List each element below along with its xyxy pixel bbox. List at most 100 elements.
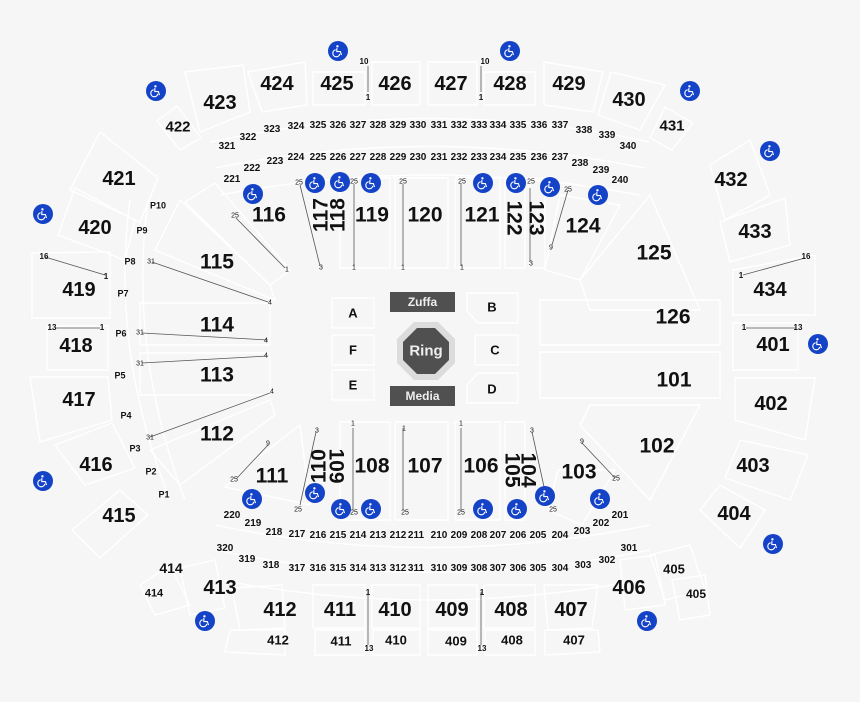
- section-238[interactable]: 238: [571, 158, 589, 169]
- section-333[interactable]: 333: [470, 120, 488, 131]
- section-318[interactable]: 318: [262, 560, 280, 571]
- wheelchair-icon[interactable]: [763, 534, 783, 554]
- section-125[interactable]: 125: [636, 241, 672, 265]
- section-105[interactable]: 105: [500, 452, 524, 488]
- section-432[interactable]: 432: [714, 169, 748, 191]
- section-233[interactable]: 233: [470, 152, 488, 163]
- section-124[interactable]: 124: [565, 214, 601, 238]
- platform-p6[interactable]: P6: [115, 328, 127, 339]
- wheelchair-icon[interactable]: [590, 489, 610, 509]
- wheelchair-icon[interactable]: [680, 81, 700, 101]
- section-434[interactable]: 434: [753, 279, 787, 301]
- wheelchair-icon[interactable]: [305, 173, 325, 193]
- section-220[interactable]: 220: [223, 510, 241, 521]
- section-206[interactable]: 206: [509, 530, 527, 541]
- section-321[interactable]: 321: [218, 141, 236, 152]
- section-311[interactable]: 311: [407, 563, 425, 574]
- wheelchair-icon[interactable]: [305, 483, 325, 503]
- section-414[interactable]: 414: [159, 560, 183, 576]
- section-216[interactable]: 216: [309, 530, 327, 541]
- section-231[interactable]: 231: [430, 152, 448, 163]
- section-408[interactable]: 408: [494, 599, 528, 621]
- platform-p5[interactable]: P5: [114, 370, 126, 381]
- section-111[interactable]: 111: [255, 464, 289, 488]
- wheelchair-icon[interactable]: [243, 184, 263, 204]
- platform-p4[interactable]: P4: [120, 410, 132, 421]
- section-214[interactable]: 214: [349, 530, 367, 541]
- section-114[interactable]: 114: [200, 313, 234, 337]
- section-422[interactable]: 422: [165, 118, 191, 136]
- section-107[interactable]: 107: [407, 454, 443, 478]
- zuffa-banner[interactable]: Zuffa: [390, 292, 455, 312]
- floor-section-f[interactable]: F: [349, 342, 357, 358]
- section-115[interactable]: 115: [200, 250, 234, 274]
- section-402[interactable]: 402: [754, 393, 788, 415]
- wheelchair-icon[interactable]: [361, 173, 381, 193]
- section-225[interactable]: 225: [309, 152, 327, 163]
- section-418[interactable]: 418: [59, 335, 93, 357]
- section-412-lower[interactable]: 412: [267, 632, 289, 648]
- section-420[interactable]: 420: [78, 217, 112, 239]
- section-405-lower[interactable]: 405: [685, 587, 707, 601]
- section-405[interactable]: 405: [663, 561, 685, 577]
- section-103[interactable]: 103: [561, 460, 597, 484]
- section-338[interactable]: 338: [575, 125, 593, 136]
- section-431[interactable]: 431: [659, 117, 685, 135]
- section-106[interactable]: 106: [463, 454, 499, 478]
- floor-section-a[interactable]: A: [348, 305, 358, 321]
- wheelchair-icon[interactable]: [242, 489, 262, 509]
- section-227[interactable]: 227: [349, 152, 367, 163]
- section-222[interactable]: 222: [243, 163, 261, 174]
- section-419[interactable]: 419: [62, 279, 96, 301]
- section-210[interactable]: 210: [430, 530, 448, 541]
- section-340[interactable]: 340: [619, 141, 637, 152]
- section-305[interactable]: 305: [529, 563, 547, 574]
- wheelchair-icon[interactable]: [195, 611, 215, 631]
- section-320[interactable]: 320: [216, 543, 234, 554]
- section-337[interactable]: 337: [551, 120, 569, 131]
- section-334[interactable]: 334: [489, 120, 507, 131]
- section-110[interactable]: 110: [307, 449, 331, 483]
- floor-section-d[interactable]: D: [487, 381, 497, 397]
- section-324[interactable]: 324: [287, 121, 305, 132]
- wheelchair-icon[interactable]: [146, 81, 166, 101]
- section-319[interactable]: 319: [238, 554, 256, 565]
- section-209[interactable]: 209: [450, 530, 468, 541]
- section-339[interactable]: 339: [598, 130, 616, 141]
- section-409-lower[interactable]: 409: [445, 633, 467, 649]
- section-302[interactable]: 302: [598, 555, 616, 566]
- section-411[interactable]: 411: [323, 599, 357, 621]
- section-429[interactable]: 429: [552, 73, 586, 95]
- section-207[interactable]: 207: [489, 530, 507, 541]
- section-326[interactable]: 326: [329, 120, 347, 131]
- wheelchair-icon[interactable]: [500, 41, 520, 61]
- section-410-lower[interactable]: 410: [385, 632, 407, 648]
- section-309[interactable]: 309: [450, 563, 468, 574]
- section-408-lower[interactable]: 408: [501, 632, 523, 648]
- section-404[interactable]: 404: [717, 503, 751, 525]
- section-301[interactable]: 301: [620, 543, 638, 554]
- section-211[interactable]: 211: [407, 530, 425, 541]
- section-327[interactable]: 327: [349, 120, 367, 131]
- wheelchair-icon[interactable]: [473, 499, 493, 519]
- section-218[interactable]: 218: [265, 527, 283, 538]
- section-123[interactable]: 123: [524, 200, 548, 236]
- section-325[interactable]: 325: [309, 120, 327, 131]
- section-426[interactable]: 426: [378, 73, 412, 95]
- platform-p7[interactable]: P7: [117, 288, 129, 299]
- section-224[interactable]: 224: [287, 152, 305, 163]
- platform-p2[interactable]: P2: [145, 466, 157, 477]
- section-323[interactable]: 323: [263, 124, 281, 135]
- platform-p9[interactable]: P9: [136, 225, 148, 236]
- section-215[interactable]: 215: [329, 530, 347, 541]
- section-213[interactable]: 213: [369, 530, 387, 541]
- section-413[interactable]: 413: [203, 577, 237, 599]
- section-406[interactable]: 406: [612, 577, 646, 599]
- wheelchair-icon[interactable]: [588, 185, 608, 205]
- platform-p8[interactable]: P8: [124, 256, 136, 267]
- section-126[interactable]: 126: [655, 305, 691, 329]
- wheelchair-icon[interactable]: [540, 177, 560, 197]
- section-208[interactable]: 208: [470, 530, 488, 541]
- wheelchair-icon[interactable]: [637, 611, 657, 631]
- floor-section-e[interactable]: E: [348, 377, 358, 393]
